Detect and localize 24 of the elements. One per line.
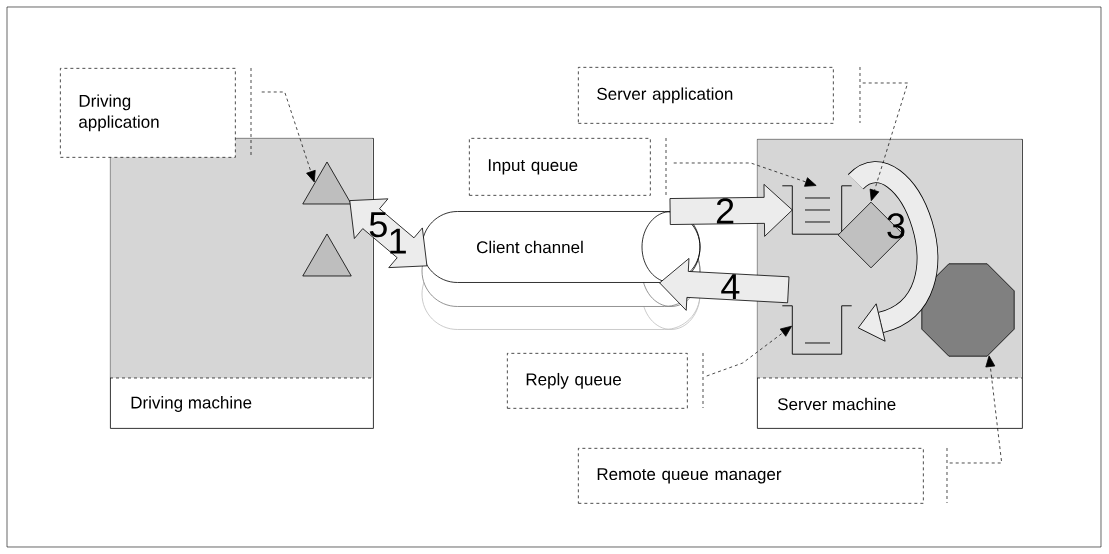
- callout-box: Input queue: [469, 138, 651, 196]
- block-arrow: [659, 258, 790, 311]
- block-arrow: [669, 183, 793, 237]
- block-arrow: [349, 198, 428, 268]
- queue-drawing: [781, 185, 853, 235]
- callout-box: Server application: [578, 67, 834, 124]
- leader-line: [261, 91, 316, 183]
- leader-line: [706, 325, 792, 377]
- diamond-shape: [837, 201, 905, 269]
- triangle-shape: [302, 233, 352, 277]
- leader-line: [949, 355, 1003, 464]
- octagon-shape: [921, 263, 1015, 357]
- leader-line: [673, 162, 817, 187]
- curved-block-arrow: [849, 161, 938, 342]
- callout-box: Driving application: [60, 68, 236, 158]
- step-number: 2: [716, 198, 734, 224]
- leader-line: [862, 82, 909, 202]
- queue-drawing: [781, 305, 853, 355]
- channel-drawing: Client channel: [421, 211, 701, 283]
- callout-box: Reply queue: [507, 353, 688, 409]
- callout-box: Remote queue manager: [578, 448, 924, 504]
- triangle-shape: [302, 161, 352, 205]
- step-number: 1: [390, 228, 406, 254]
- step-number: 4: [721, 274, 740, 300]
